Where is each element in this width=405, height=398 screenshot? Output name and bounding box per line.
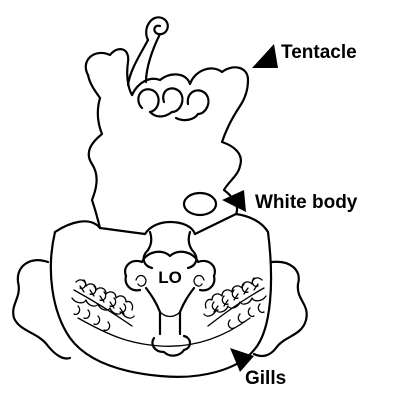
gills-label: Gills <box>245 368 286 389</box>
tentacle-label: Tentacle <box>281 42 357 63</box>
head-and-arms <box>86 17 248 228</box>
white-body-label: White body <box>255 192 358 213</box>
central-organ: LO <box>125 252 215 356</box>
left-gill <box>72 280 134 330</box>
lo-label: LO <box>158 268 182 287</box>
white-body-shape <box>184 193 216 215</box>
tentacle-arrow <box>252 44 278 68</box>
white-body-arrow <box>222 190 246 212</box>
